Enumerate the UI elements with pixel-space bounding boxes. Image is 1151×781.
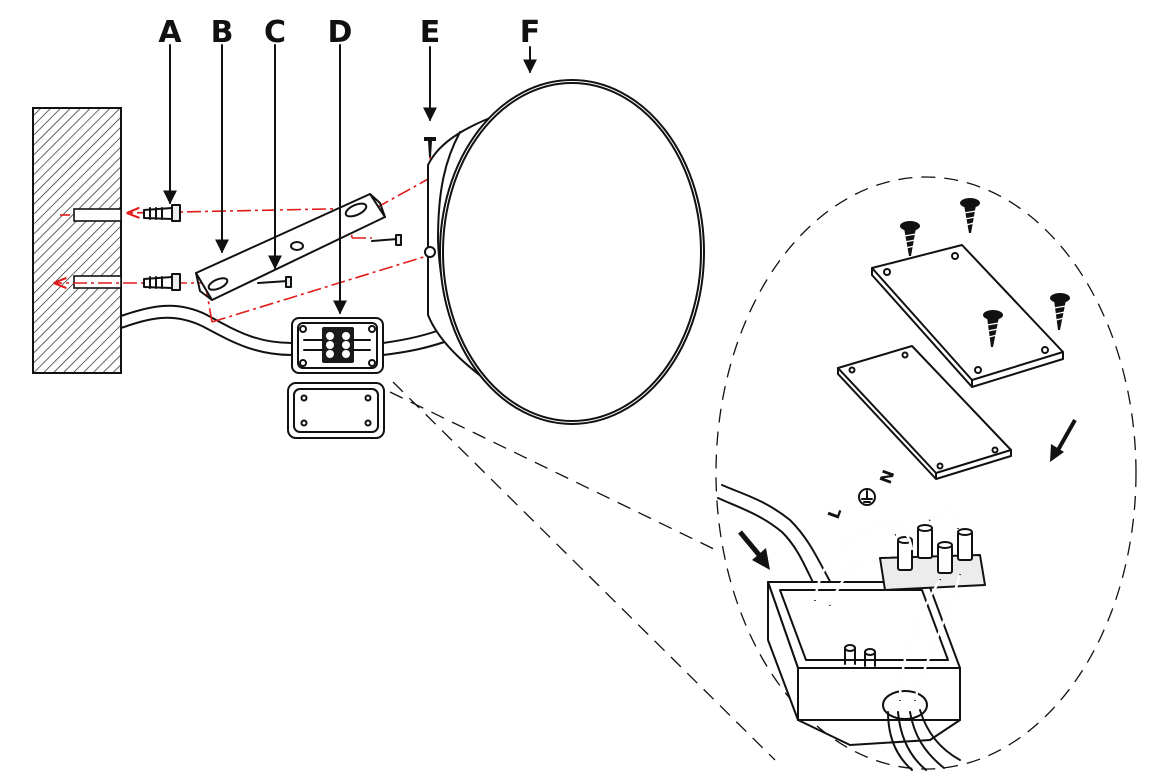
lamp-fixing-hole [424,246,436,258]
detail-wires [813,509,962,701]
terminal-label-neutral: N [876,467,898,486]
detail-arrow-right [1050,419,1077,462]
terminal-label-live: L [824,505,845,521]
label-e: E [420,15,441,50]
supply-cable [120,304,293,356]
wall-plug-upper [143,204,181,222]
wall [32,107,122,374]
label-a: A [158,15,182,50]
detail-screw-2 [960,198,980,233]
screw-lamp [424,137,436,157]
bracket-slot-lower [207,277,229,291]
mounting-bracket [195,193,386,301]
label-leaders [163,44,537,315]
label-d: D [328,15,353,50]
bracket-slot-upper [344,202,368,218]
earth-ground-icon [858,488,876,506]
zoom-lines [389,381,776,761]
screw-bracket-upper [371,234,402,246]
detail-junction-box [767,581,961,746]
junction-box [291,317,384,374]
detail-arrow-left [738,530,770,570]
label-f: F [520,15,541,50]
detail-terminal-block [879,524,986,591]
lamp-lens [439,79,705,425]
detail-screw-1 [900,221,920,256]
detail-view: L N [717,198,1077,771]
label-c: C [264,15,286,50]
detail-screw-3 [983,310,1003,347]
label-b: B [211,15,234,50]
junction-box-lid [287,382,385,439]
detail-screw-4 [1050,293,1070,330]
wall-plug-lower [143,273,181,291]
bracket-center-hole [290,241,304,251]
drill-hole-lower [73,275,122,289]
lamp-fixture [424,79,705,425]
drill-hole-upper [73,208,122,222]
screw-bracket-lower [257,276,292,288]
